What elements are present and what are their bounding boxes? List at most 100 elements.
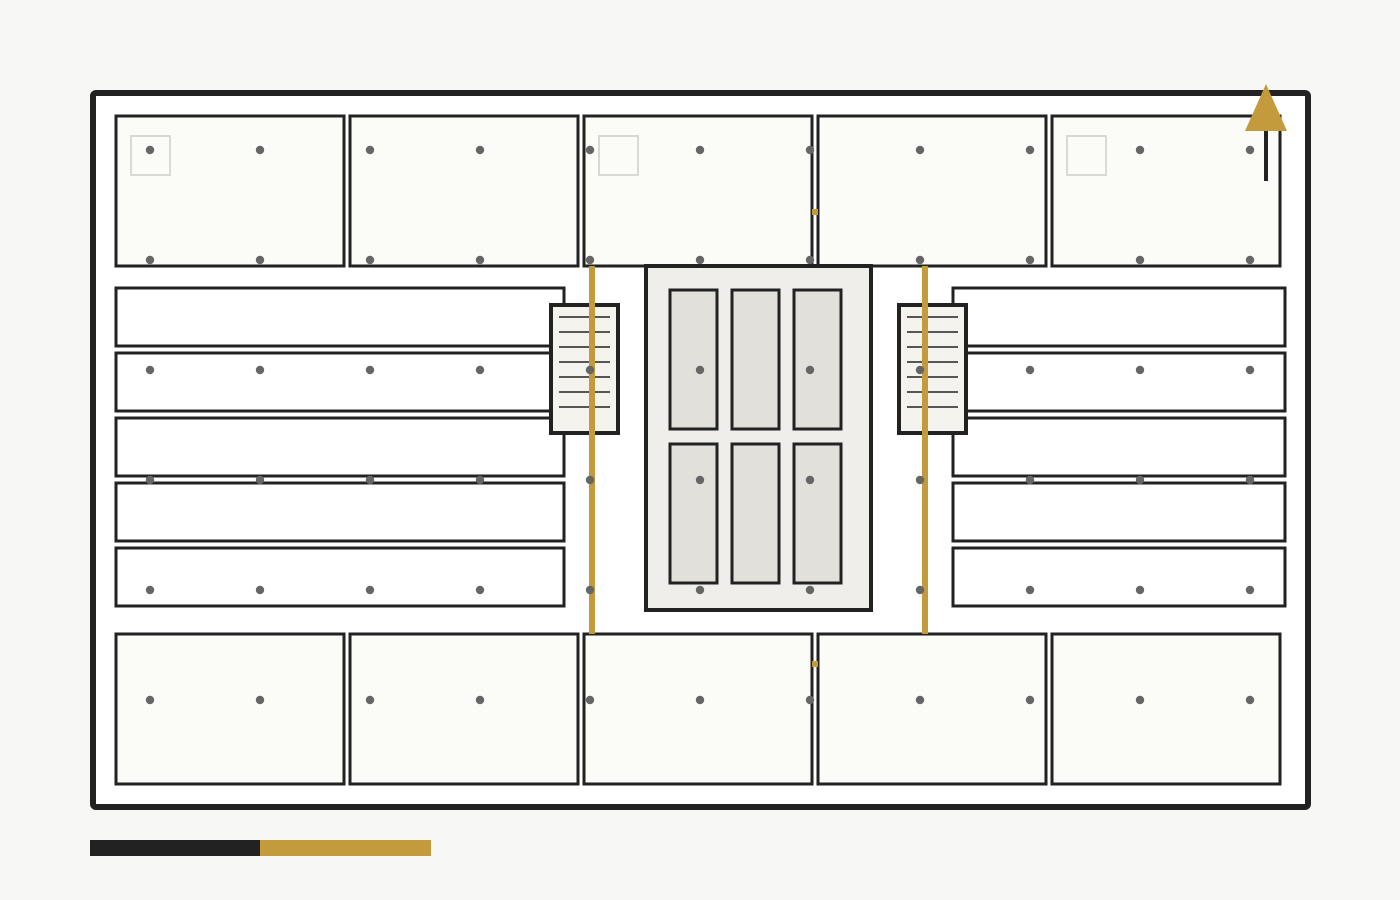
column-dot	[1025, 695, 1035, 705]
unit-top-2	[348, 114, 580, 268]
left-bay-stack	[114, 286, 566, 608]
column-dot	[915, 585, 925, 595]
column-dot	[475, 475, 485, 485]
column-dot	[1245, 585, 1255, 595]
column-dot	[255, 475, 265, 485]
bay-right-2	[951, 351, 1287, 413]
column-dot	[805, 695, 815, 705]
bottom-unit-row	[114, 632, 1282, 786]
stair-left-outline	[549, 303, 620, 435]
bay-left-4	[114, 481, 566, 543]
bay-right-5	[951, 546, 1287, 608]
column-dot	[255, 585, 265, 595]
fixture-square-1	[130, 135, 171, 176]
fixture-square-2	[598, 135, 639, 176]
column-dot	[1025, 145, 1035, 155]
column-dot	[695, 145, 705, 155]
bay-left-3	[114, 416, 566, 478]
unit-bottom-3	[582, 632, 814, 786]
column-dot	[365, 585, 375, 595]
core-room-6	[792, 442, 843, 585]
column-dot	[1025, 255, 1035, 265]
unit-bottom-4	[816, 632, 1048, 786]
column-dot	[805, 475, 815, 485]
bay-left-1	[114, 286, 566, 348]
stair-right	[897, 303, 968, 435]
north-arrow-head	[1245, 84, 1287, 131]
column-dot	[915, 365, 925, 375]
bay-left-5	[114, 546, 566, 608]
unit-bottom-2	[348, 632, 580, 786]
column-dot	[585, 585, 595, 595]
column-dot	[1245, 365, 1255, 375]
column-dot	[695, 585, 705, 595]
column-dot	[1135, 695, 1145, 705]
column-dot	[695, 365, 705, 375]
column-dot	[475, 695, 485, 705]
column-dot	[915, 695, 925, 705]
bay-right-3	[951, 416, 1287, 478]
column-dot	[1245, 255, 1255, 265]
column-dot	[915, 255, 925, 265]
core-room-4	[668, 442, 719, 585]
column-dot	[365, 255, 375, 265]
column-dot	[145, 145, 155, 155]
column-grid	[145, 145, 1255, 705]
column-dot	[1135, 365, 1145, 375]
column-dot	[365, 695, 375, 705]
column-dot	[365, 145, 375, 155]
column-dot	[365, 365, 375, 375]
column-dot	[145, 475, 155, 485]
unit-top-3	[582, 114, 814, 268]
column-dot	[1245, 475, 1255, 485]
column-dot	[1025, 365, 1035, 375]
scale-bar	[90, 840, 431, 856]
unit-top-5	[1050, 114, 1282, 268]
column-dot	[255, 695, 265, 705]
fixture-outlines	[130, 135, 1107, 176]
unit-top-4	[816, 114, 1048, 268]
bay-left-2	[114, 351, 566, 413]
core-room-5	[730, 442, 781, 585]
column-dot	[255, 145, 265, 155]
column-dot	[1135, 145, 1145, 155]
column-dot	[585, 365, 595, 375]
column-dot	[915, 475, 925, 485]
stair-right-outline	[897, 303, 968, 435]
unit-bottom-1	[114, 632, 346, 786]
accent-mark-bottom	[812, 661, 818, 667]
circulation-axes	[589, 209, 928, 667]
core-room-1	[668, 288, 719, 431]
column-dot	[1245, 695, 1255, 705]
column-dot	[805, 585, 815, 595]
column-dot	[585, 475, 595, 485]
column-dot	[475, 365, 485, 375]
bay-right-4	[951, 481, 1287, 543]
core-room-2	[730, 288, 781, 431]
scale-bar-segment-dark	[90, 840, 260, 856]
column-dot	[145, 695, 155, 705]
column-dot	[695, 255, 705, 265]
top-unit-row	[114, 114, 1282, 268]
unit-top-1	[114, 114, 346, 268]
unit-bottom-5	[1050, 632, 1282, 786]
column-dot	[145, 585, 155, 595]
column-dot	[585, 695, 595, 705]
column-dot	[1025, 475, 1035, 485]
column-dot	[145, 255, 155, 265]
column-dot	[805, 145, 815, 155]
column-dot	[585, 145, 595, 155]
column-dot	[255, 365, 265, 375]
column-dot	[475, 255, 485, 265]
column-dot	[695, 475, 705, 485]
stair-left	[549, 303, 620, 435]
column-dot	[255, 255, 265, 265]
accent-mark-top	[812, 209, 818, 215]
bay-right-1	[951, 286, 1287, 348]
column-dot	[805, 365, 815, 375]
column-dot	[475, 145, 485, 155]
column-dot	[365, 475, 375, 485]
column-dot	[1135, 585, 1145, 595]
column-dot	[1245, 145, 1255, 155]
